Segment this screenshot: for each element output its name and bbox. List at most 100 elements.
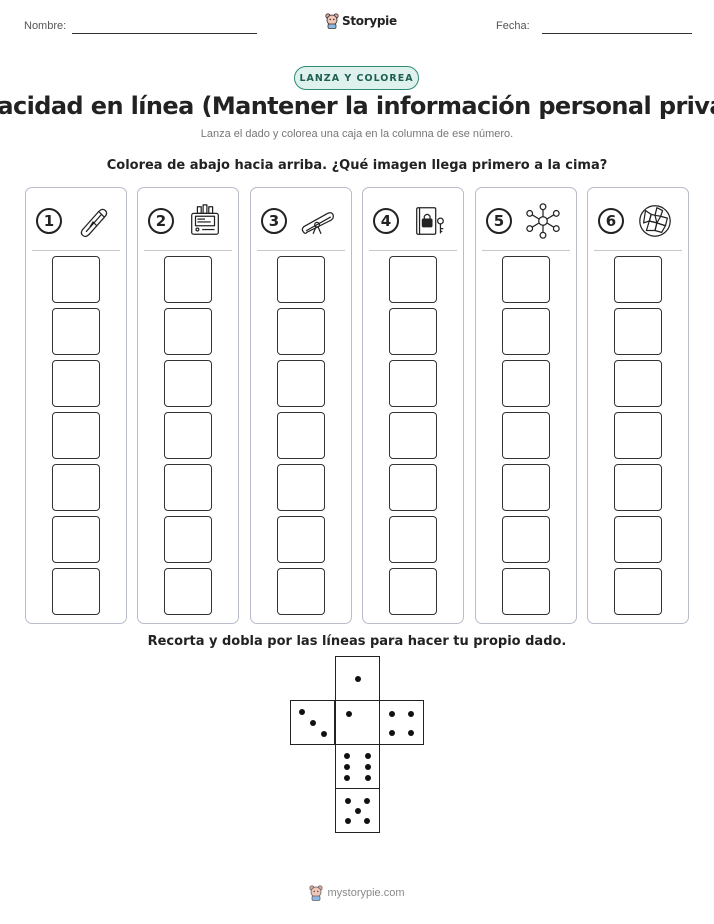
- pip: [345, 818, 351, 824]
- color-box[interactable]: [277, 516, 325, 563]
- die-face-6: [335, 744, 380, 789]
- name-label: Nombre:: [24, 20, 67, 32]
- column-number: 5: [486, 208, 512, 234]
- column-number: 2: [148, 208, 174, 234]
- die-face-1: [335, 656, 380, 701]
- tablet-device-icon: [191, 204, 219, 235]
- color-box[interactable]: [164, 412, 212, 459]
- color-box[interactable]: [164, 516, 212, 563]
- pip: [355, 808, 361, 814]
- color-box[interactable]: [614, 308, 662, 355]
- color-box[interactable]: [389, 256, 437, 303]
- globe-icon: [639, 205, 671, 237]
- color-box[interactable]: [164, 360, 212, 407]
- color-box[interactable]: [277, 360, 325, 407]
- page-title: Privacidad en línea (Mantener la informa…: [0, 92, 714, 120]
- color-box[interactable]: [614, 464, 662, 511]
- pip: [346, 711, 352, 717]
- pip: [408, 711, 414, 717]
- color-box[interactable]: [277, 256, 325, 303]
- pip: [408, 730, 414, 736]
- subtitle: Lanza el dado y colorea una caja en la c…: [200, 128, 514, 140]
- scroll-icon: [80, 208, 108, 238]
- column-5: 5: [475, 187, 577, 624]
- pip: [345, 798, 351, 804]
- column-divider: [32, 250, 120, 251]
- column-4: 4: [362, 187, 464, 624]
- brand-logo: Storypie: [325, 13, 397, 29]
- color-box[interactable]: [389, 412, 437, 459]
- pip: [364, 798, 370, 804]
- color-box[interactable]: [52, 360, 100, 407]
- pip: [365, 775, 371, 781]
- pip: [389, 711, 395, 717]
- color-box[interactable]: [389, 308, 437, 355]
- color-box[interactable]: [52, 516, 100, 563]
- color-box[interactable]: [164, 308, 212, 355]
- color-box[interactable]: [52, 308, 100, 355]
- column-number: 4: [373, 208, 399, 234]
- color-box[interactable]: [164, 464, 212, 511]
- pip: [365, 764, 371, 770]
- color-box[interactable]: [614, 360, 662, 407]
- pip: [299, 709, 305, 715]
- color-box[interactable]: [389, 568, 437, 615]
- color-box[interactable]: [52, 568, 100, 615]
- color-box[interactable]: [164, 568, 212, 615]
- pip: [310, 720, 316, 726]
- column-divider: [594, 250, 682, 251]
- color-box[interactable]: [52, 412, 100, 459]
- pip: [364, 818, 370, 824]
- column-number: 6: [598, 208, 624, 234]
- color-box[interactable]: [614, 568, 662, 615]
- pip: [389, 730, 395, 736]
- column-divider: [482, 250, 570, 251]
- color-box[interactable]: [502, 464, 550, 511]
- color-box[interactable]: [502, 360, 550, 407]
- color-box[interactable]: [614, 412, 662, 459]
- color-box[interactable]: [389, 516, 437, 563]
- color-box[interactable]: [502, 308, 550, 355]
- color-box[interactable]: [502, 256, 550, 303]
- color-box[interactable]: [164, 256, 212, 303]
- color-box[interactable]: [502, 516, 550, 563]
- column-divider: [369, 250, 457, 251]
- color-box[interactable]: [277, 568, 325, 615]
- instruction: Colorea de abajo hacia arriba. ¿Qué imag…: [106, 158, 608, 173]
- column-number: 3: [261, 208, 287, 234]
- color-box[interactable]: [277, 308, 325, 355]
- date-line[interactable]: [542, 33, 692, 34]
- color-box[interactable]: [277, 464, 325, 511]
- color-box[interactable]: [502, 568, 550, 615]
- pip: [321, 731, 327, 737]
- title-wrap: Privacidad en línea (Mantener la informa…: [0, 90, 714, 130]
- bear-mascot-icon: [309, 885, 324, 901]
- scroll-ribbon-icon: [301, 212, 334, 234]
- column-6: 6: [587, 187, 689, 624]
- footer-url[interactable]: mystorypie.com: [327, 887, 405, 899]
- dice-instruction: Recorta y dobla por las líneas para hace…: [147, 634, 567, 649]
- locked-book-key-icon: [416, 207, 444, 235]
- color-box[interactable]: [614, 516, 662, 563]
- color-box[interactable]: [52, 256, 100, 303]
- column-3: 3: [250, 187, 352, 624]
- color-box[interactable]: [614, 256, 662, 303]
- pip: [365, 753, 371, 759]
- die-face-1: [335, 700, 380, 745]
- column-divider: [144, 250, 232, 251]
- bear-mascot-icon: [325, 13, 339, 29]
- pip: [344, 775, 350, 781]
- column-2: 2: [137, 187, 239, 624]
- color-box[interactable]: [502, 412, 550, 459]
- color-box[interactable]: [52, 464, 100, 511]
- color-box[interactable]: [389, 464, 437, 511]
- die-face-4: [379, 700, 424, 745]
- color-box[interactable]: [277, 412, 325, 459]
- pip: [344, 753, 350, 759]
- footer: mystorypie.com: [0, 885, 714, 901]
- name-line[interactable]: [72, 33, 257, 34]
- die-face-3: [290, 700, 335, 745]
- brand-name: Storypie: [342, 14, 397, 28]
- color-box[interactable]: [389, 360, 437, 407]
- activity-badge: LANZA Y COLOREA: [294, 66, 419, 90]
